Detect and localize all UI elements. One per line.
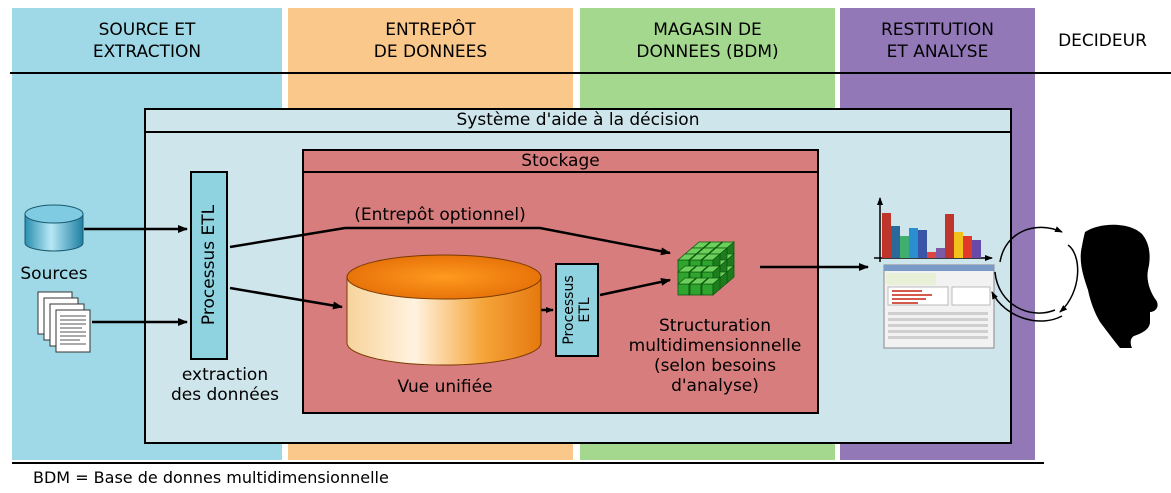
cube-block xyxy=(701,283,714,296)
bar-chart-icon xyxy=(874,197,993,262)
unified-label: Vue unifiée xyxy=(397,377,493,397)
footer-divider xyxy=(12,462,1044,464)
column-title-magasin: MAGASIN DE DONNEES (BDM) xyxy=(636,20,779,62)
documents-icon xyxy=(37,291,91,353)
cycle-arrows-icon xyxy=(991,226,1079,322)
report-icon xyxy=(883,264,995,349)
column-title-restitution: RESTITUTION ET ANALYSE xyxy=(880,20,995,62)
cube-block-side xyxy=(712,277,721,296)
etl-small-box xyxy=(555,263,599,357)
structuring-label: Structuration multidimensionnelle (selon… xyxy=(628,316,802,396)
storage-title-bar xyxy=(302,149,819,173)
cube-block xyxy=(689,283,702,296)
system-title-bar xyxy=(144,108,1012,133)
cube-block xyxy=(677,283,690,296)
database-icon xyxy=(24,204,84,252)
extraction-label: extraction des données xyxy=(170,365,280,405)
cube-icon xyxy=(676,241,736,296)
system-title: Système d'aide à la décision xyxy=(456,110,700,130)
arrow-etl-to-storage xyxy=(229,286,343,310)
etl-main-box xyxy=(190,171,228,360)
sources-label: Sources xyxy=(20,264,88,284)
arrow-etl-to-cube xyxy=(599,277,671,297)
footnote: BDM = Base de donnes multidimensionnelle xyxy=(33,468,389,487)
optional-label: (Entrepôt optionnel) xyxy=(354,205,526,225)
column-title-entrepot: ENTREPÔT DE DONNEES xyxy=(373,20,488,62)
unified-cylinder-icon xyxy=(346,254,542,366)
storage-title: Stockage xyxy=(521,151,600,171)
decideur-title: DECIDEUR xyxy=(1058,31,1147,51)
column-title-source: SOURCE ET EXTRACTION xyxy=(92,20,202,62)
head-silhouette-icon xyxy=(1080,224,1158,348)
arrow-optional-path xyxy=(229,226,671,256)
header-divider xyxy=(10,72,1171,74)
